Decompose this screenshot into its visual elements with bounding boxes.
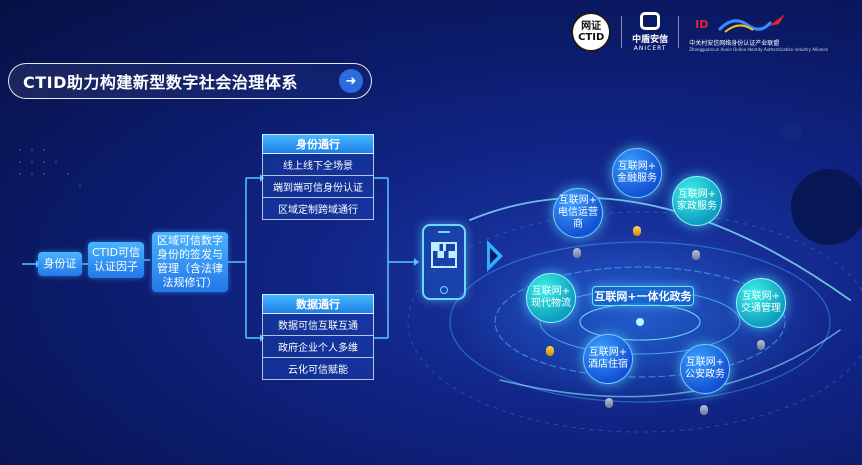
planet-traffic-label: 互联网+ 交通管理 bbox=[741, 291, 781, 314]
center-label-integrated-gov: 互联网+一体化政务 bbox=[592, 286, 694, 306]
phone-home-button bbox=[440, 286, 448, 294]
logo-divider-2 bbox=[678, 16, 680, 48]
phone-speaker bbox=[438, 231, 450, 233]
planet-public-security-label: 互联网+ 公安政务 bbox=[685, 357, 725, 380]
planet-housekeeping: 互联网+ 家政服务 bbox=[672, 176, 722, 226]
identity-pass-row: 区域定制跨域通行 bbox=[262, 198, 374, 220]
planet-telecom: 互联网+ 电信运营商 bbox=[553, 188, 603, 238]
arrow-right-icon: ➜ bbox=[339, 69, 363, 93]
anicert-logo: 中盾安信 ANICERT bbox=[632, 12, 668, 52]
planet-logistics-label: 互联网+ 现代物流 bbox=[531, 286, 571, 309]
planet-hotel-label: 互联网+ 酒店住宿 bbox=[588, 347, 628, 370]
dark-planet-right bbox=[791, 169, 862, 245]
anicert-name-en: ANICERT bbox=[633, 45, 667, 52]
dot-matrix bbox=[19, 149, 81, 187]
alliance-name-en: Zhongguancun Anxin Online Identity Authe… bbox=[689, 47, 828, 52]
planet-finance: 互联网+ 金融服务 bbox=[612, 148, 662, 198]
page-title: CTID助力构建新型数字社会治理体系 bbox=[23, 73, 298, 92]
planet-finance-label: 互联网+ 金融服务 bbox=[617, 161, 657, 184]
node-id-card-label: 身份证 bbox=[43, 257, 77, 270]
orbit-pin-icon bbox=[573, 248, 581, 258]
orbit-pin-icon bbox=[633, 226, 641, 236]
big-arrow-inner bbox=[490, 248, 498, 264]
node-ctid-factor: CTID可信 认证因子 bbox=[88, 242, 144, 278]
planet-housekeeping-label: 互联网+ 家政服务 bbox=[677, 189, 717, 212]
orbit-pin-icon bbox=[700, 405, 708, 415]
alliance-swirl-icon: ID bbox=[689, 12, 789, 36]
dark-planet-small bbox=[782, 122, 802, 142]
alliance-id-text: ID bbox=[695, 18, 709, 31]
data-pass-row: 数据可信互联互通 bbox=[262, 314, 374, 336]
node-region-identity-label: 区域可信数字 身份的签发与 管理（含法律 法规修订） bbox=[157, 234, 223, 289]
data-pass-row: 政府企业个人多维 bbox=[262, 336, 374, 358]
seal-text-en: CTID bbox=[578, 32, 605, 43]
orbit-pin-icon bbox=[546, 346, 554, 356]
logo-bar: 网证 CTID 中盾安信 ANICERT ID 中关村安信网络身份认证产业联盟 … bbox=[571, 12, 828, 52]
seal-text-cn: 网证 bbox=[581, 21, 602, 32]
planet-logistics: 互联网+ 现代物流 bbox=[526, 273, 576, 323]
node-id-card: 身份证 bbox=[38, 252, 82, 276]
planet-public-security: 互联网+ 公安政务 bbox=[680, 344, 730, 394]
identity-pass-panel: 身份通行 线上线下全场景 端到端可信身份认证 区域定制跨域通行 bbox=[262, 134, 374, 220]
orbit-pin-icon bbox=[605, 398, 613, 408]
anicert-name-cn: 中盾安信 bbox=[632, 35, 669, 45]
alliance-logo: ID 中关村安信网络身份认证产业联盟 Zhongguancun Anxin On… bbox=[689, 12, 828, 52]
alliance-name-cn: 中关村安信网络身份认证产业联盟 bbox=[689, 40, 780, 47]
logo-divider bbox=[621, 16, 623, 48]
center-label-text: 互联网+一体化政务 bbox=[594, 290, 692, 303]
qr-code-icon bbox=[431, 242, 457, 268]
data-pass-row: 云化可信赋能 bbox=[262, 358, 374, 380]
anicert-mark-icon bbox=[640, 12, 661, 30]
data-pass-panel: 数据通行 数据可信互联互通 政府企业个人多维 云化可信赋能 bbox=[262, 294, 374, 380]
page-title-box: CTID助力构建新型数字社会治理体系 ➜ bbox=[8, 63, 372, 99]
data-pass-header: 数据通行 bbox=[262, 294, 374, 314]
planet-traffic: 互联网+ 交通管理 bbox=[736, 278, 786, 328]
orbit-pin-icon bbox=[757, 340, 765, 350]
ctid-seal-logo: 网证 CTID bbox=[571, 12, 612, 52]
identity-pass-row: 端到端可信身份认证 bbox=[262, 176, 374, 198]
orbit-core bbox=[636, 318, 644, 326]
flow-lines bbox=[22, 177, 418, 339]
identity-pass-header: 身份通行 bbox=[262, 134, 374, 154]
node-ctid-factor-label: CTID可信 认证因子 bbox=[91, 246, 141, 273]
identity-pass-row: 线上线下全场景 bbox=[262, 154, 374, 176]
orbit-pin-icon bbox=[692, 250, 700, 260]
planet-telecom-label: 互联网+ 电信运营商 bbox=[558, 195, 598, 230]
planet-hotel: 互联网+ 酒店住宿 bbox=[583, 334, 633, 384]
node-region-identity: 区域可信数字 身份的签发与 管理（含法律 法规修订） bbox=[152, 232, 228, 292]
orbit-rings bbox=[407, 196, 862, 433]
phone-qr-icon bbox=[422, 224, 466, 300]
